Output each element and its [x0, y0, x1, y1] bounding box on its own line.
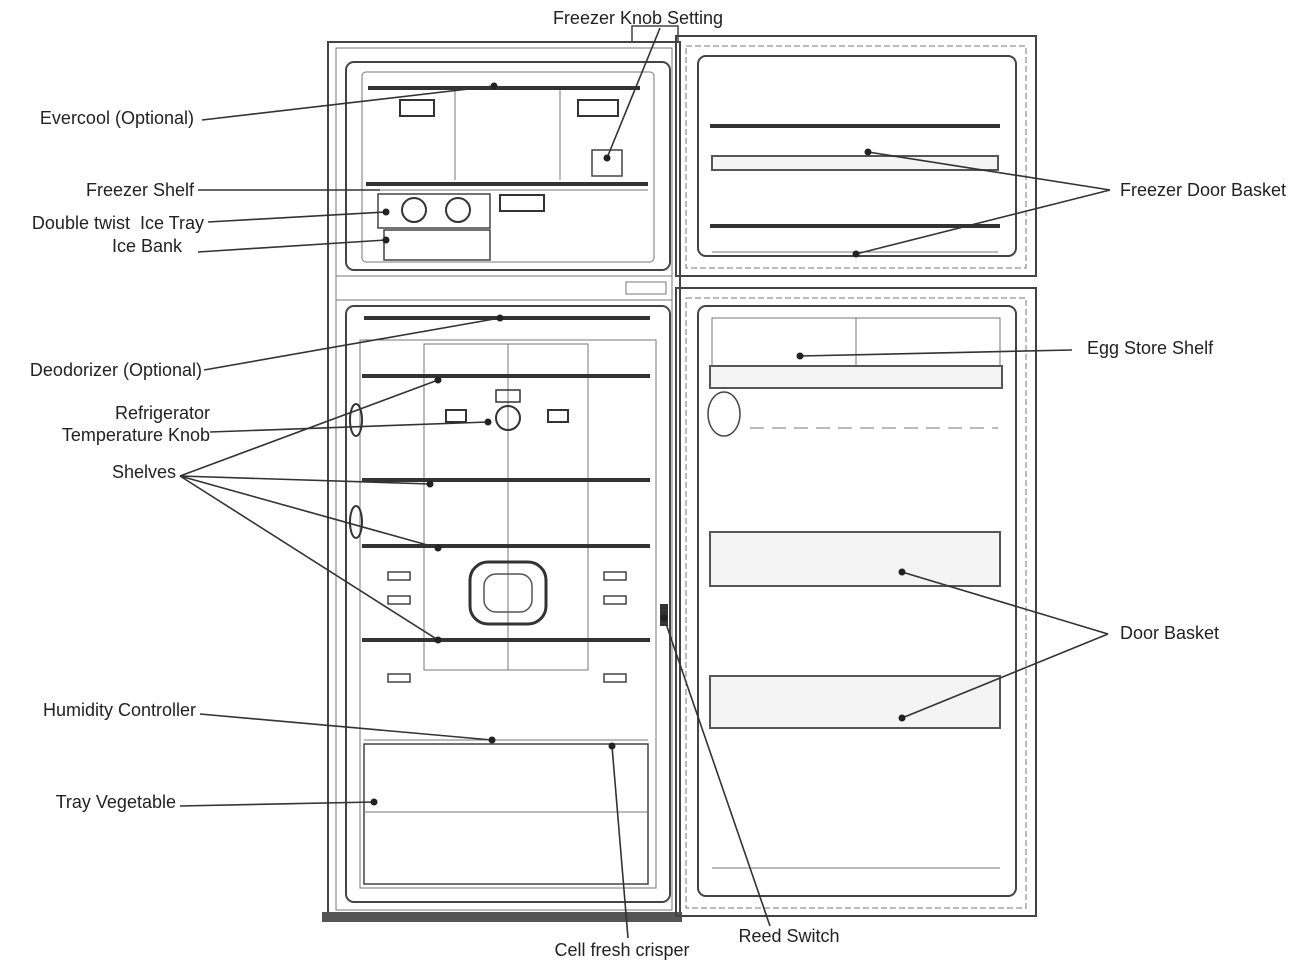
label-temperature-knob-line2: Temperature Knob — [62, 425, 210, 445]
label-cell-fresh-crisper: Cell fresh crisper — [554, 940, 689, 960]
label-evercool: Evercool (Optional) — [40, 108, 194, 128]
freezer-compartment — [345, 61, 671, 271]
leader-lines — [179, 27, 1111, 939]
label-freezer-door-basket: Freezer Door Basket — [1120, 180, 1286, 200]
freezer-door — [675, 35, 1037, 277]
label-deodorizer: Deodorizer (Optional) — [30, 360, 202, 380]
refrigerator-illustration — [322, 25, 1037, 922]
label-freezer-knob-setting: Freezer Knob Setting — [553, 8, 723, 28]
label-egg-store-shelf: Egg Store Shelf — [1087, 338, 1214, 358]
label-shelves: Shelves — [112, 462, 176, 482]
label-ice-bank: Ice Bank — [112, 236, 183, 256]
fresh-food-door — [660, 287, 1037, 917]
label-reed-switch: Reed Switch — [738, 926, 839, 946]
label-temperature-knob-line1: Refrigerator — [115, 403, 210, 423]
label-ice-tray: Double twist Ice Tray — [32, 213, 204, 233]
label-freezer-shelf: Freezer Shelf — [86, 180, 195, 200]
label-door-basket: Door Basket — [1120, 623, 1219, 643]
fresh-food-compartment — [345, 305, 671, 903]
part-labels: Freezer Knob Setting Evercool (Optional)… — [30, 8, 1286, 960]
label-tray-vegetable: Tray Vegetable — [56, 792, 176, 812]
label-humidity-controller: Humidity Controller — [43, 700, 196, 720]
